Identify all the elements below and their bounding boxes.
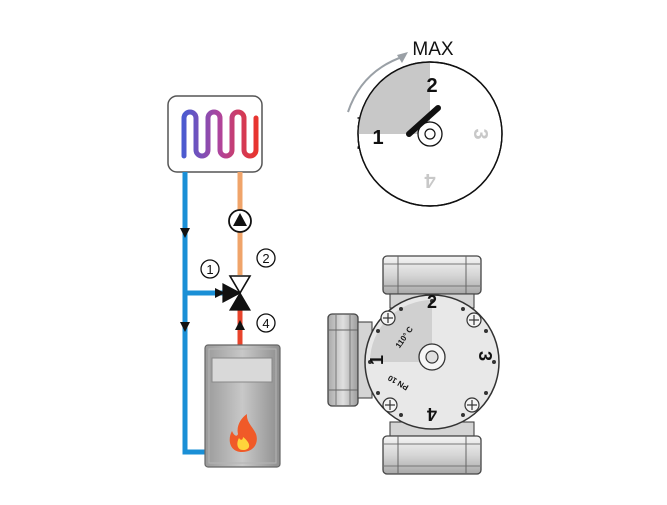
valve-range-sector (370, 300, 432, 362)
port-label-2: 2 (256, 248, 276, 268)
heating-schematic: 1 2 4 (167, 95, 281, 468)
port-label-4: 4 (256, 313, 276, 333)
valve-position-3: 3 (475, 351, 495, 361)
port-label-1: 1 (200, 259, 220, 279)
dial-pointer (406, 105, 441, 137)
dial-position-1: 1 (372, 127, 383, 149)
valve-position-2: 2 (427, 292, 437, 312)
svg-text:1: 1 (206, 262, 213, 277)
rotation-arrowhead-icon (397, 52, 408, 63)
boiler (204, 344, 281, 468)
valve-port-bottom (382, 421, 482, 475)
screw-icon (382, 397, 398, 413)
circulation-pump-icon (228, 209, 252, 233)
valve-spindle (418, 343, 446, 371)
boiler-display (211, 357, 273, 383)
radiator-coil-icon (181, 109, 259, 159)
flame-icon (229, 414, 257, 452)
dial-position-4: 4 (424, 169, 436, 191)
svg-text:4: 4 (262, 316, 269, 331)
setting-dial: MAX MIN 1 2 3 4 (347, 39, 503, 207)
dial-range-sector (358, 62, 430, 134)
dial-position-2: 2 (426, 75, 437, 97)
valve-index-dots (368, 299, 496, 417)
mixing-valve-body: 1 2 3 4 110° C PN 10 (327, 255, 500, 475)
valve-position-4: 4 (427, 404, 437, 424)
svg-text:2: 2 (262, 251, 269, 266)
radiator (167, 95, 263, 173)
screw-icon (464, 397, 480, 413)
screw-icon (466, 312, 482, 328)
dial-position-3: 3 (469, 128, 491, 139)
flow-arrow-up-icon (235, 320, 245, 330)
valve-position-1: 1 (367, 355, 387, 365)
three-way-valve-icon (222, 275, 252, 311)
flow-arrow-down-icon (180, 322, 190, 332)
screw-icon (380, 310, 396, 326)
dial-max-label: MAX (412, 39, 454, 60)
rotation-arrow-icon (347, 55, 406, 113)
flow-arrow-down-icon (180, 228, 190, 238)
flow-arrow-right-icon (215, 288, 225, 298)
